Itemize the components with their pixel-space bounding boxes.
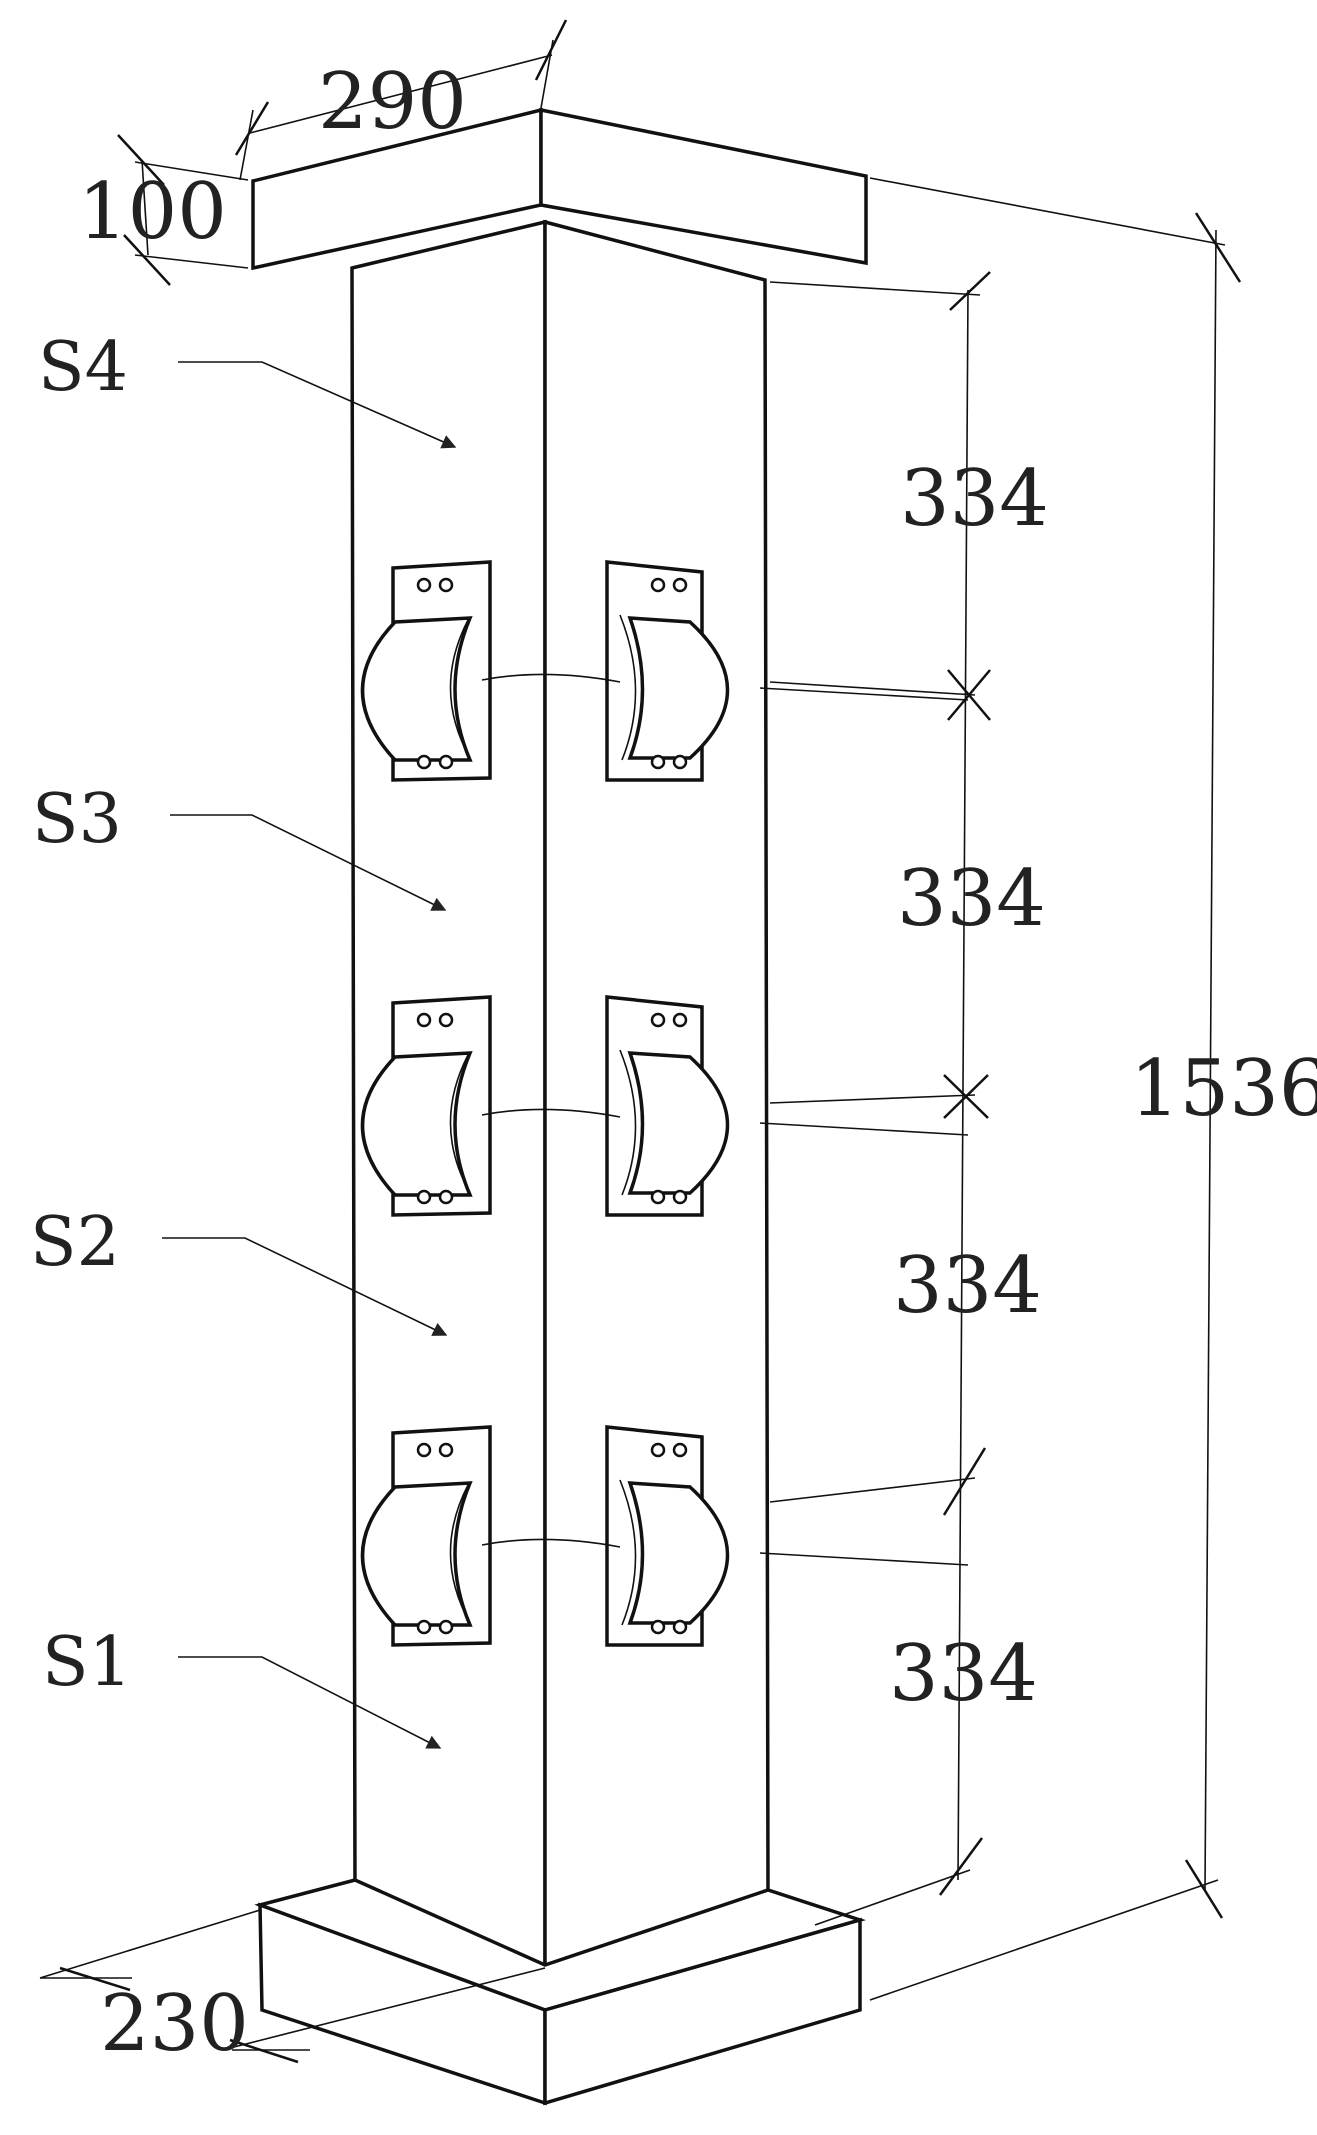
connector-seam	[481, 673, 621, 683]
segment-labels: S4 S3 S2 S1	[30, 328, 457, 1749]
connector-clamps	[360, 560, 969, 1647]
dim-segment-1: 334	[900, 454, 1049, 544]
connector-clamp-right	[605, 995, 730, 1217]
connector-seam	[481, 1538, 621, 1548]
connector-clamp-left	[360, 995, 492, 1217]
dimension-lines	[39, 19, 1242, 2064]
connector-clamp-right	[605, 560, 730, 782]
dimension-labels: 290 100 334 334 334 334 1536 230	[78, 57, 1317, 2069]
top-cap	[251, 107, 868, 271]
segment-label-s1: S1	[42, 1623, 132, 1702]
connector-clamp-left	[360, 1425, 492, 1647]
dim-segment-3: 334	[893, 1241, 1042, 1331]
connector-clamp-left	[360, 560, 492, 782]
dim-top-width: 290	[318, 57, 467, 147]
connector-seam	[481, 1108, 621, 1118]
dim-total-height: 1536	[1130, 1044, 1317, 1134]
dim-segment-4: 334	[889, 1629, 1038, 1719]
dim-segment-2: 334	[897, 854, 1046, 944]
segment-label-s3: S3	[32, 780, 122, 859]
segment-label-s4: S4	[38, 328, 128, 407]
dim-top-thickness: 100	[78, 167, 227, 257]
connector-clamp-right	[605, 1425, 730, 1647]
segment-label-s2: S2	[30, 1203, 120, 1282]
dim-base-width: 230	[100, 1979, 249, 2069]
